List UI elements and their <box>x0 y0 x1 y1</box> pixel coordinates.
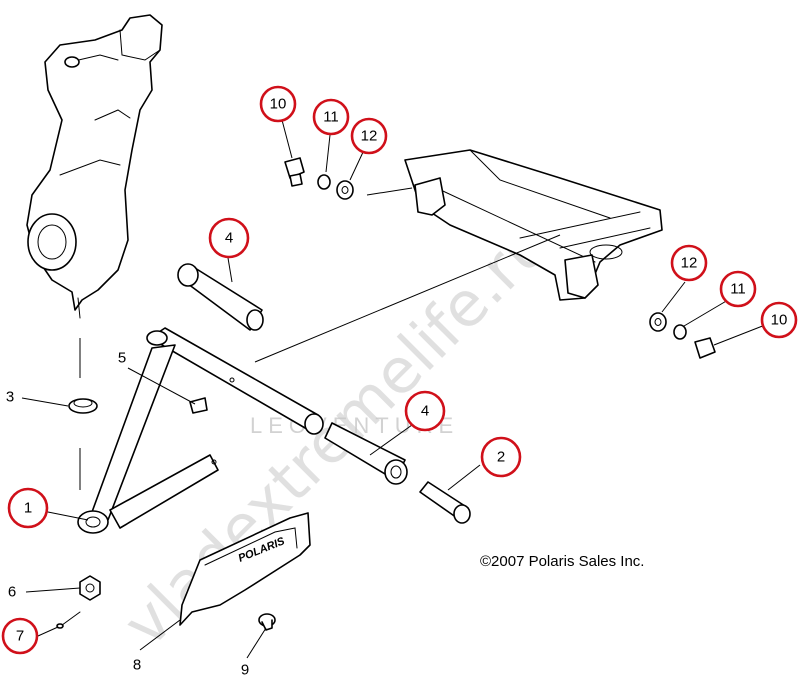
callout-2-label: 2 <box>497 449 505 466</box>
callout-12a-label: 12 <box>361 128 378 145</box>
callout-11a: 11 <box>312 98 350 136</box>
callout-10a: 10 <box>259 85 297 123</box>
leader-lines <box>21 119 766 659</box>
a-arm <box>77 327 324 534</box>
callout-4a: 4 <box>208 217 250 259</box>
part-4-lower-bushing <box>324 422 408 485</box>
part-2-pivot-tube <box>419 481 471 524</box>
callout-1: 1 <box>7 487 49 529</box>
callout-8: 8 <box>133 657 141 674</box>
callout-10b: 10 <box>760 301 798 339</box>
callout-6: 6 <box>8 584 16 601</box>
callout-11b: 11 <box>719 270 757 308</box>
callout-2: 2 <box>480 436 522 478</box>
callout-10a-label: 10 <box>270 96 287 113</box>
part-8-guard: POLARIS <box>179 512 311 626</box>
callout-3: 3 <box>6 389 14 406</box>
part-7-cotter-pin <box>56 611 81 629</box>
steering-knuckle <box>26 14 163 319</box>
part-9-screw <box>258 613 276 631</box>
callout-11a-label: 11 <box>323 109 339 126</box>
part-6-nut <box>79 575 101 601</box>
callout-11b-label: 11 <box>730 281 746 298</box>
callout-5: 5 <box>118 350 126 367</box>
callout-4a-label: 4 <box>225 230 233 247</box>
callout-8-label: 8 <box>133 657 141 674</box>
callout-12a: 12 <box>350 117 388 155</box>
callout-5-label: 5 <box>118 350 126 367</box>
callout-6-label: 6 <box>8 584 16 601</box>
callout-1-label: 1 <box>24 500 32 517</box>
part-5-bolt <box>189 397 208 414</box>
callout-9: 9 <box>241 662 249 679</box>
part-3-boot <box>68 398 98 414</box>
part-4-upper-bushing <box>177 263 264 331</box>
callout-4b-label: 4 <box>421 403 429 420</box>
callout-12b-label: 12 <box>681 255 698 272</box>
upper-hardware <box>284 157 354 200</box>
callout-7-label: 7 <box>16 628 24 645</box>
callout-7: 7 <box>1 617 39 655</box>
callout-9-label: 9 <box>241 662 249 679</box>
frame-rail <box>254 149 663 363</box>
callout-12b: 12 <box>670 244 708 282</box>
callout-3-label: 3 <box>6 389 14 406</box>
copyright-notice: ©2007 Polaris Sales Inc. <box>480 553 645 570</box>
callout-10b-label: 10 <box>771 312 788 329</box>
callout-4b: 4 <box>404 390 446 432</box>
right-hardware <box>649 312 716 359</box>
